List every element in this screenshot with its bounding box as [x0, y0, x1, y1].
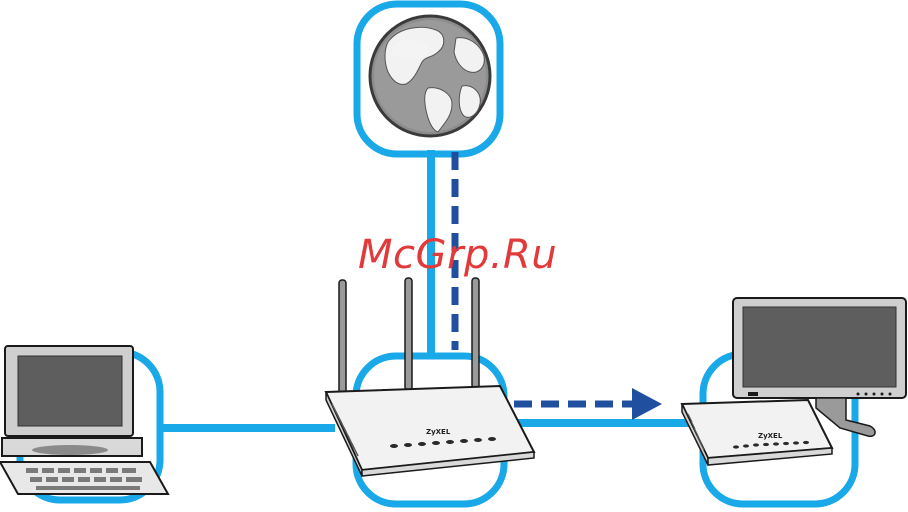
antenna-right	[472, 278, 479, 388]
watermark: McGrp.Ru	[358, 232, 557, 278]
connection-lines	[158, 150, 690, 428]
client-brand-label: ZyXEL	[758, 432, 783, 440]
globe-icon	[370, 16, 490, 136]
arrow-right-icon	[632, 388, 662, 420]
laptop-icon	[0, 346, 168, 494]
antenna-middle	[405, 278, 412, 390]
antenna-left	[339, 280, 346, 398]
dashed-arrows	[455, 152, 662, 420]
media-client-icon: ZyXEL	[682, 400, 832, 465]
router-brand-label: ZyXEL	[426, 428, 451, 436]
